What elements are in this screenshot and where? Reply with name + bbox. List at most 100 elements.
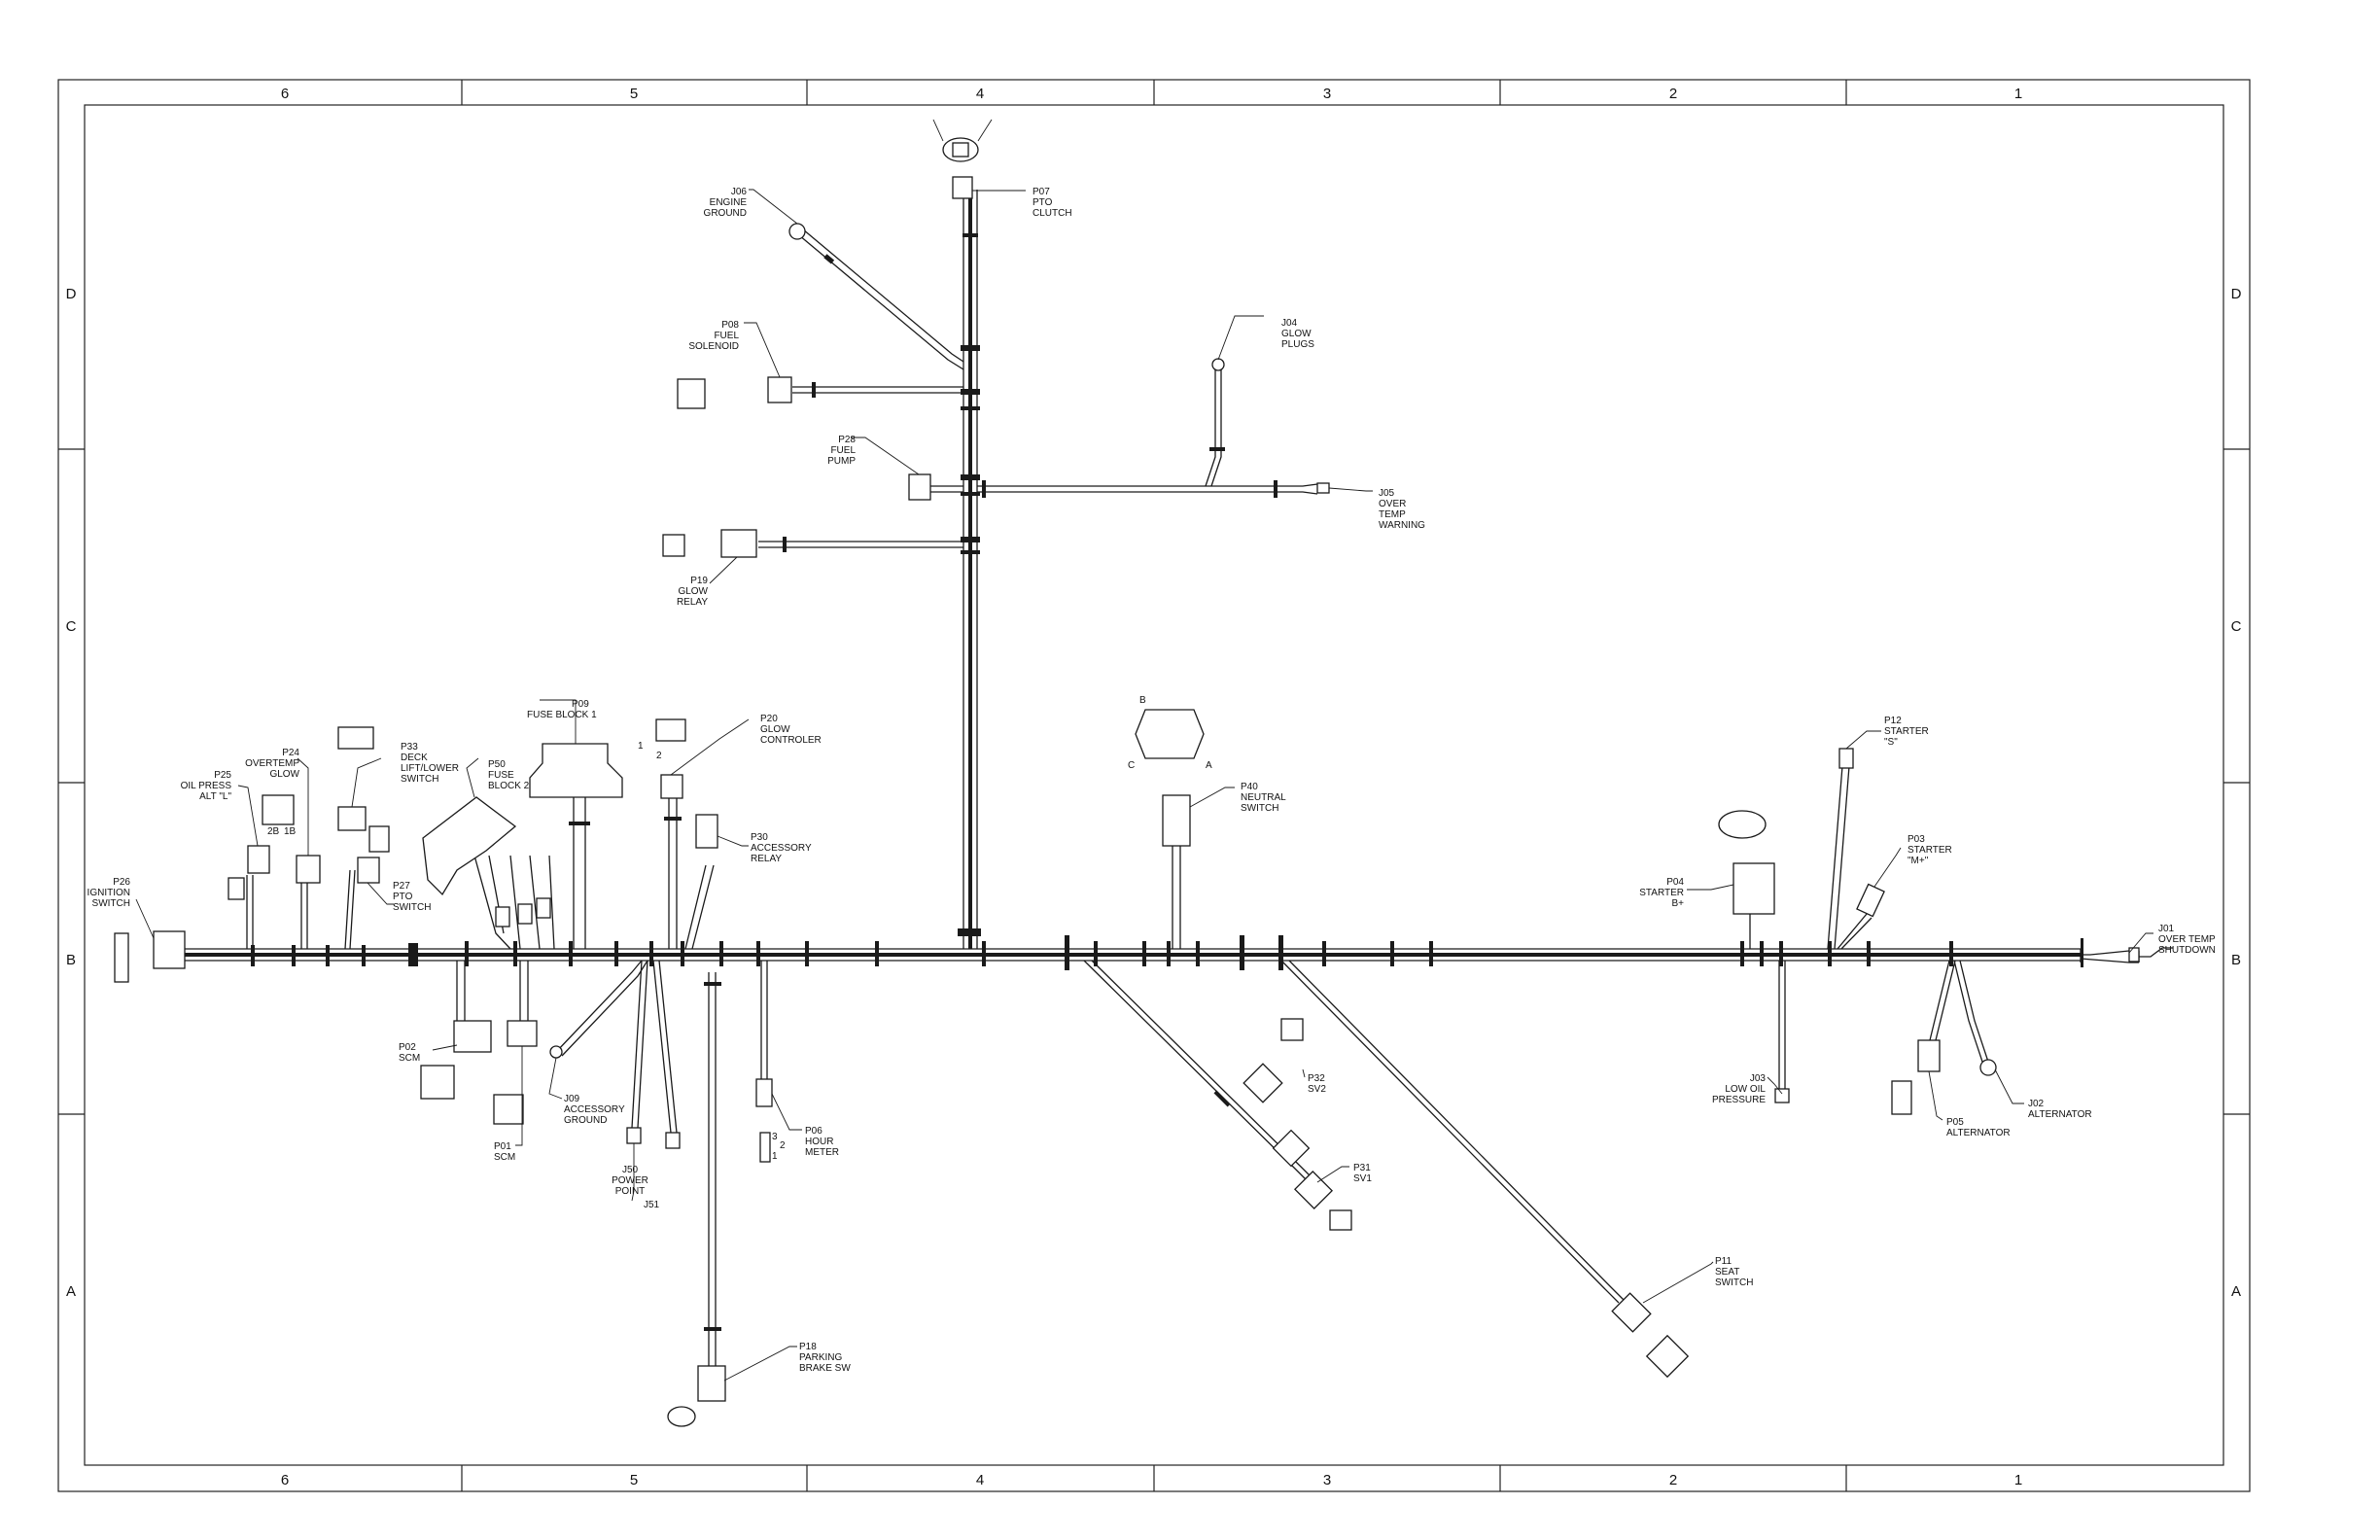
label-line: FUSE BLOCK 1 [527,710,597,720]
label-line: J09 [564,1094,580,1104]
label-line: P09 [572,699,589,710]
j09-ring-terminal [549,1045,563,1059]
label-line: P08 [721,320,739,331]
j04-ring-terminal [1211,358,1225,371]
label-line: P02 [399,1042,416,1053]
label-p19: P19 GLOW RELAY [677,576,709,608]
label-j02: J02 ALTERNATOR [2028,1099,2092,1120]
p07-face [932,119,993,199]
label-line: OVERTEMP [245,758,299,769]
label-line: SWITCH [401,774,438,785]
label-p30: P30 ACCESSORY RELAY [751,832,812,864]
label-line: SWITCH [1241,803,1278,814]
label-line: P01 [494,1141,511,1152]
label-p01: P01 SCM [494,1141,515,1163]
row-label-left: C [66,618,77,635]
label-line: PARKING [799,1352,842,1363]
label-line: J51 [644,1200,660,1210]
label-line: P28 [838,435,856,445]
pin-label: 3 [772,1132,778,1142]
label-p28: P28 FUEL PUMP [827,435,856,467]
label-j04: J04 GLOW PLUGS [1281,318,1314,350]
label-line: B+ [1671,898,1684,909]
pin-label: 1 [638,741,644,752]
label-line: GLOW [269,769,299,780]
label-line: P11 [1715,1256,1732,1267]
connector-labels: P07 PTO CLUTCH J06 ENGINE GROUND P08 FUE… [88,187,2216,1374]
leader-lines [135,189,2153,1382]
label-line: LOW OIL [1725,1084,1766,1095]
label-p25: P25 OIL PRESS ALT "L" [181,770,232,802]
label-line: SOLENOID [688,341,739,352]
label-p12: P12 STARTER "S" [1884,716,1929,748]
column-label-top: 6 [281,86,289,102]
pin-label: 2 [780,1140,786,1151]
label-line: P31 [1353,1163,1371,1173]
label-line: STARTER [1884,726,1929,737]
label-p18: P18 PARKING BRAKE SW [799,1342,851,1374]
label-j09: J09 ACCESSORY GROUND [564,1094,625,1126]
label-line: OVER TEMP [2158,934,2216,945]
label-p26: P26 IGNITION SWITCH [88,877,131,909]
label-line: J03 [1750,1073,1767,1084]
label-line: P12 [1884,716,1902,726]
label-line: P19 [690,576,708,586]
label-line: STARTER [1908,845,1952,856]
row-label-left: B [66,952,76,968]
label-p33: P33 DECK LIFT/LOWER SWITCH [401,742,459,785]
label-p50: P50 FUSE BLOCK 2 [488,759,530,791]
label-line: P30 [751,832,768,843]
label-p06: P06 HOUR METER [805,1126,839,1158]
label-line: GLOW [760,724,790,735]
column-label-bottom: 3 [1323,1472,1331,1488]
column-label-bottom: 4 [976,1472,984,1488]
label-line: SHUTDOWN [2158,945,2216,956]
label-line: P18 [799,1342,817,1352]
label-line: SV2 [1308,1084,1326,1095]
label-line: SWITCH [393,902,431,913]
column-label-top: 1 [2014,86,2022,102]
label-line: GLOW [1281,329,1312,339]
column-label-top: 3 [1323,86,1331,102]
label-j01: J01 OVER TEMP SHUTDOWN [2158,924,2216,956]
row-label-right: A [2231,1283,2241,1300]
label-line: P24 [282,748,299,758]
label-p11: P11 SEAT SWITCH [1715,1256,1753,1288]
harness-branches [246,180,1990,1366]
label-line: ALTERNATOR [1946,1128,2011,1138]
pin-label: A [1206,760,1212,771]
drawing-frame: 6 5 4 3 2 1 6 5 4 3 2 1 D C B A D C B A [57,79,2251,1492]
column-label-bottom: 6 [281,1472,289,1488]
label-line: J50 [622,1165,639,1175]
label-line: PTO [393,892,413,902]
label-p40: P40 NEUTRAL SWITCH [1241,782,1286,814]
label-line: OIL PRESS [181,781,232,791]
column-label-bottom: 5 [630,1472,638,1488]
label-line: P05 [1946,1117,1964,1128]
row-label-left: A [66,1283,76,1300]
label-line: P33 [401,742,418,752]
pin-label: 1 [772,1151,778,1162]
label-line: "S" [1884,737,1898,748]
label-line: POINT [615,1186,646,1197]
label-line: GROUND [564,1115,607,1126]
label-line: P03 [1908,834,1925,845]
label-line: P26 [113,877,130,888]
label-p08: P08 FUEL SOLENOID [688,320,739,352]
label-line: P06 [805,1126,822,1137]
label-line: TEMP [1379,509,1406,520]
row-label-right: C [2231,618,2242,635]
label-p03: P03 STARTER "M+" [1908,834,1952,866]
trunk-clips [251,935,2083,970]
label-line: RELAY [677,597,708,608]
label-line: J06 [731,187,748,197]
label-j05: J05 OVER TEMP WARNING [1379,488,1425,531]
label-line: P25 [214,770,231,781]
label-line: FUEL [714,331,739,341]
pin-label: 1B [284,826,297,837]
pin-labels: B C A 1 2 3 2 1 2B 1B [267,695,1212,1162]
label-line: BRAKE SW [799,1363,851,1374]
label-line: FUSE [488,770,514,781]
label-line: OVER [1379,499,1406,509]
label-line: NEUTRAL [1241,792,1286,803]
